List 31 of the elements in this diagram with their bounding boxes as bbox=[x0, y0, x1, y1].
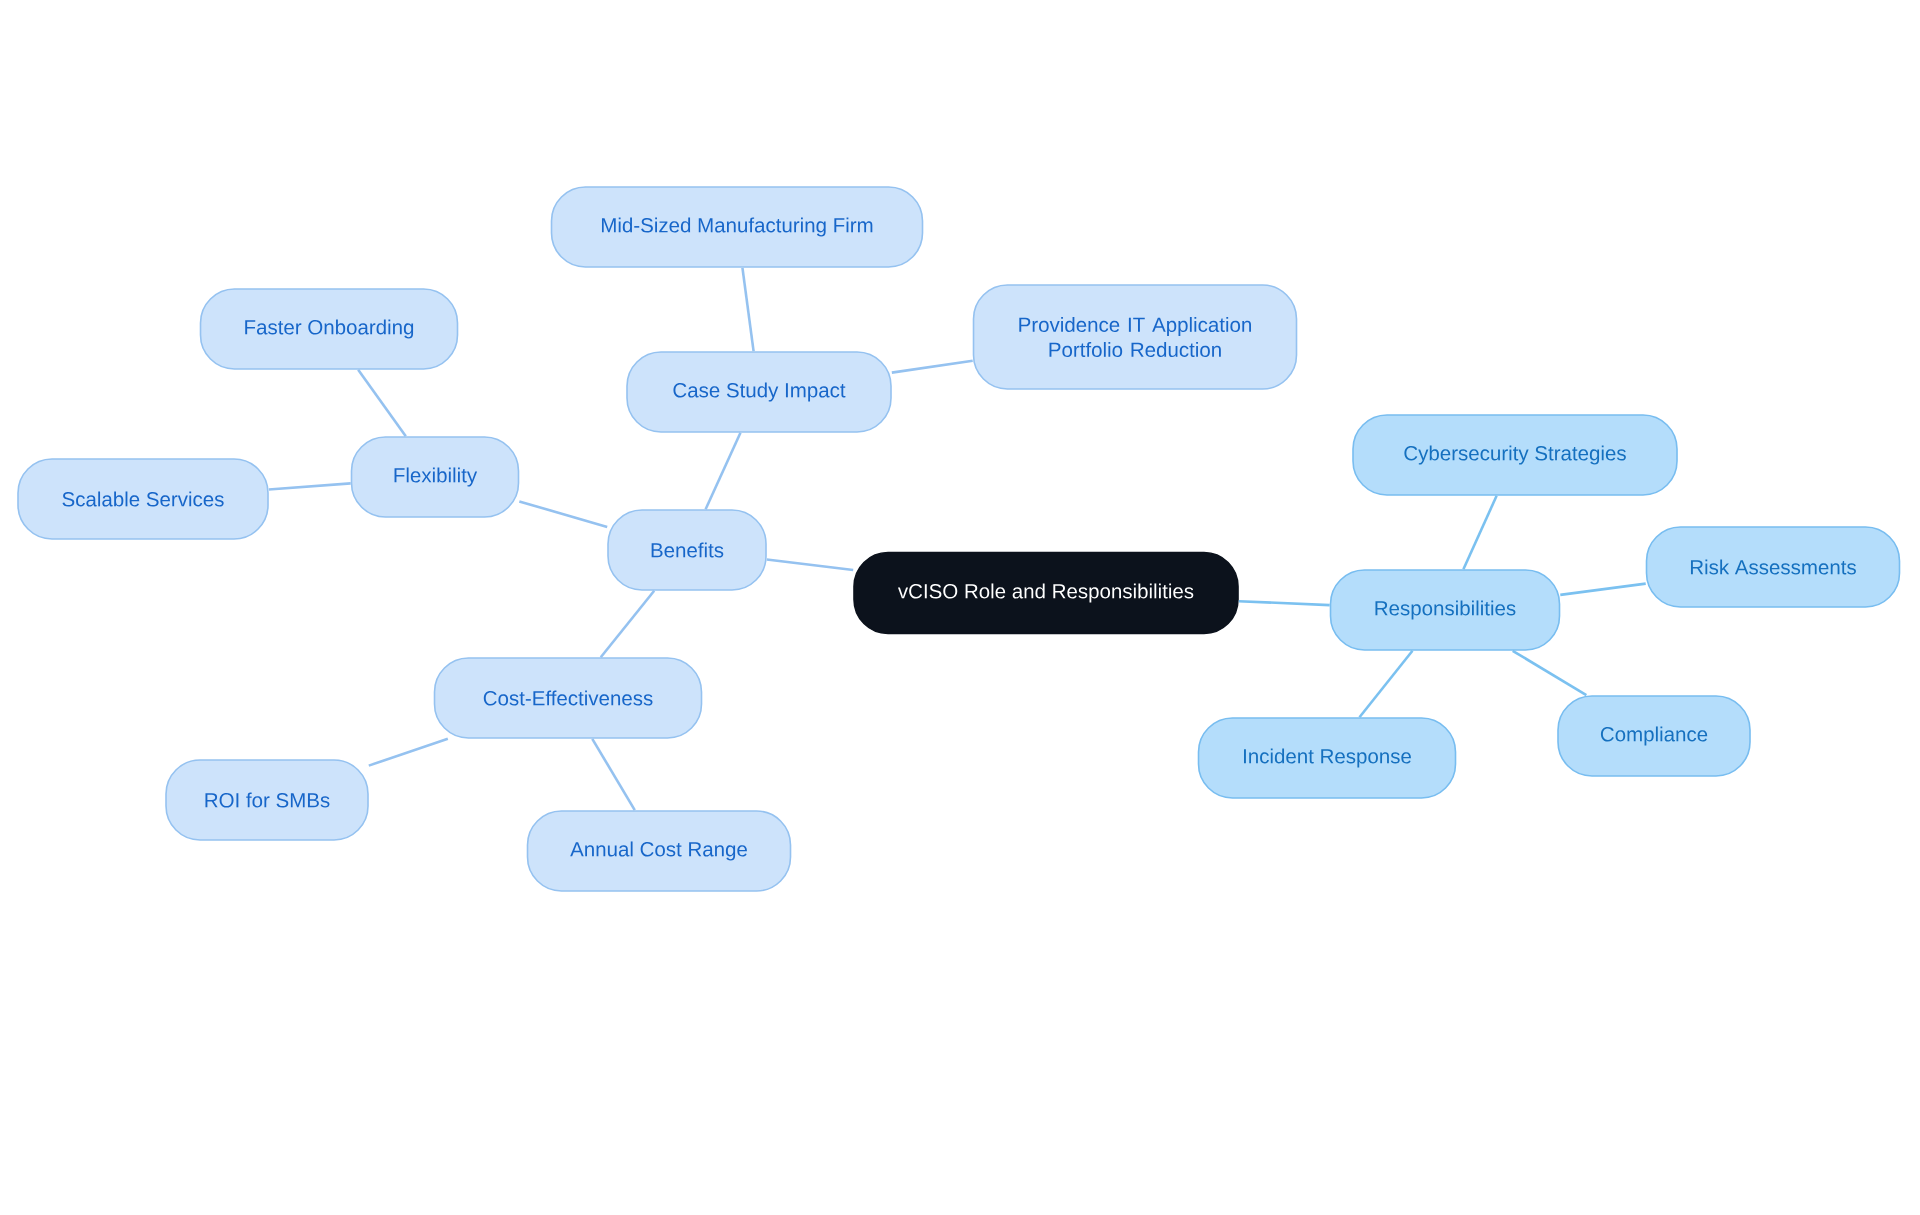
topic-node: Benefits bbox=[607, 509, 767, 591]
subtopic-node: Incident Response bbox=[1197, 717, 1457, 799]
connector-line bbox=[1560, 582, 1646, 597]
connector-line bbox=[368, 737, 449, 767]
connector-line bbox=[1238, 599, 1330, 607]
connector-line bbox=[268, 482, 351, 491]
subtopic-node: Providence IT Application Portfolio Reduction bbox=[972, 284, 1298, 390]
topic-node: Responsibilities bbox=[1329, 569, 1561, 651]
connector-line bbox=[704, 432, 742, 510]
connector-line bbox=[1358, 650, 1414, 718]
connector-line bbox=[766, 558, 854, 572]
connector-line bbox=[891, 359, 973, 374]
topic-node: Cost-Effectiveness bbox=[433, 657, 703, 739]
subtopic-node: ROI for SMBs bbox=[165, 759, 369, 841]
connector-line bbox=[518, 500, 608, 529]
subtopic-node: Cybersecurity Strategies bbox=[1352, 414, 1678, 496]
connector-line bbox=[1462, 495, 1498, 570]
connector-line bbox=[741, 267, 755, 352]
subtopic-node: Mid-Sized Manufacturing Firm bbox=[550, 186, 924, 268]
connector-line bbox=[599, 590, 656, 658]
topic-node: Case Study Impact bbox=[626, 351, 892, 433]
central-node: vCISO Role and Responsibilities bbox=[853, 551, 1239, 635]
subtopic-node: Faster Onboarding bbox=[199, 288, 459, 370]
connector-line bbox=[357, 369, 407, 437]
subtopic-node: Compliance bbox=[1557, 695, 1751, 777]
connector-line bbox=[591, 738, 636, 811]
topic-node: Flexibility bbox=[350, 436, 520, 518]
subtopic-node: Annual Cost Range bbox=[526, 810, 792, 892]
connector-line bbox=[1512, 649, 1588, 697]
subtopic-node: Scalable Services bbox=[17, 458, 269, 540]
subtopic-node: Risk Assessments bbox=[1645, 526, 1901, 608]
